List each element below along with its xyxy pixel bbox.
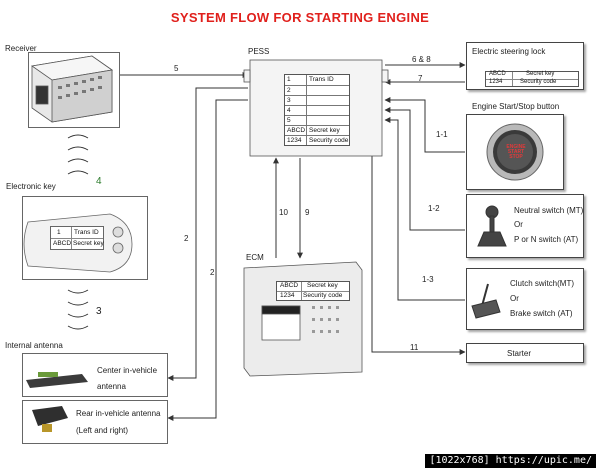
receiver-label: Receiver — [5, 44, 37, 53]
key-table-abcd: ABCD — [53, 240, 72, 247]
watermark: [1022x768] https://upic.me/ — [425, 454, 596, 468]
pess-table-row: 1234 Security code — [285, 135, 349, 145]
diagram-title: SYSTEM FLOW FOR STARTING ENGINE — [170, 10, 430, 25]
start-stop-button-icon — [486, 123, 544, 181]
label-4: 4 — [96, 176, 102, 187]
label-3: 3 — [96, 306, 102, 317]
key-table: 1 Trans ID ABCD Secret key — [50, 226, 104, 250]
gear-shifter-icon — [477, 205, 507, 247]
neutral-label-2: Or — [514, 220, 523, 229]
start-button-text: ENGINE START STOP — [506, 144, 526, 160]
label-9: 9 — [305, 208, 310, 217]
steering-lock-label: Electric steering lock — [472, 47, 546, 56]
pess-table-cell-left: 3 — [287, 97, 291, 104]
ecm-1234: 1234 — [280, 292, 295, 299]
pess-table-row: 1 Trans ID — [285, 75, 349, 85]
pess-table-cell-right: Trans ID — [309, 76, 334, 83]
receiver-icon — [30, 55, 114, 123]
pess-table-cell-left: ABCD — [287, 127, 306, 134]
key-table-secret: Secret key — [73, 240, 104, 247]
steering-lock-table: ABCD Secret key 1234 Security code — [485, 71, 579, 87]
label-1-2: 1-2 — [428, 204, 440, 213]
label-1-1: 1-1 — [436, 130, 448, 139]
pess-table-cell-left: 1234 — [287, 137, 302, 144]
key-table-id: 1 — [57, 229, 61, 236]
rear-antenna-icon — [32, 406, 68, 432]
ecm-table: ABCD Secret key 1234 Security code — [276, 281, 350, 301]
arrow-1-2 — [384, 107, 465, 231]
pess-table-row: 2 — [285, 85, 349, 95]
steering-security: Security code — [520, 79, 557, 85]
label-5: 5 — [174, 64, 179, 73]
steering-1234: 1234 — [489, 79, 503, 85]
pess-table-cell-right: Security code — [309, 137, 349, 144]
key-table-trans-id: Trans ID — [74, 229, 99, 236]
start-button-label: Engine Start/Stop button — [472, 102, 560, 111]
rear-antenna-label-1: Rear in-vehicle antenna — [76, 409, 161, 418]
clutch-label-2: Or — [510, 294, 519, 303]
wave-arcs-lower — [67, 289, 89, 330]
arrow-1-3 — [384, 117, 465, 301]
starter-label: Starter — [507, 349, 532, 358]
label-11: 11 — [410, 343, 419, 352]
clutch-switch-box — [466, 268, 584, 330]
label-2-center: 2 — [184, 234, 189, 243]
label-10: 10 — [279, 208, 288, 217]
label-2-rear: 2 — [210, 268, 215, 277]
center-antenna-box — [22, 353, 168, 397]
internal-antenna-label: Internal antenna — [5, 341, 63, 350]
arrow-1-1 — [384, 97, 465, 153]
pess-table-cell-right: Secret key — [309, 127, 340, 134]
neutral-label-1: Neutral switch (MT) — [514, 206, 584, 215]
label-7: 7 — [418, 74, 423, 83]
pess-table-cell-left: 4 — [287, 107, 291, 114]
center-antenna-icon — [26, 372, 88, 388]
ecm-security: Security code — [303, 292, 343, 299]
pess-table-row: 3 — [285, 95, 349, 105]
pedal-icon — [471, 283, 501, 319]
ecm-secret: Secret key — [307, 282, 338, 289]
ecm-label: ECM — [246, 253, 264, 262]
neutral-switch-box — [466, 194, 584, 258]
pess-table-cell-left: 5 — [287, 117, 291, 124]
label-6-8: 6 & 8 — [412, 55, 431, 64]
rear-antenna-label-2: (Left and right) — [76, 426, 129, 435]
steering-lock-box: Electric steering lock ABCD Secret key 1… — [466, 42, 584, 90]
clutch-label-1: Clutch switch(MT) — [510, 279, 575, 288]
ecm-icon — [243, 261, 363, 377]
pess-label: PESS — [248, 47, 270, 56]
receiver-box — [28, 52, 120, 128]
starter-box: Starter — [466, 343, 584, 363]
electronic-key-label: Electronic key — [6, 182, 56, 191]
pess-table-cell-left: 1 — [287, 76, 291, 83]
steering-secret: Secret key — [526, 71, 555, 77]
electronic-key-box — [22, 196, 148, 280]
start-button-box — [466, 114, 564, 190]
clutch-label-3: Brake switch (AT) — [510, 309, 573, 318]
center-antenna-label-2: antenna — [97, 382, 126, 391]
label-1-3: 1-3 — [422, 275, 434, 284]
steering-abcd: ABCD — [489, 71, 506, 77]
wave-arcs-upper — [67, 134, 89, 175]
pess-table-row: 4 — [285, 105, 349, 115]
arrow-11 — [371, 155, 466, 355]
neutral-label-3: P or N switch (AT) — [514, 235, 579, 244]
center-antenna-label-1: Center in-vehicle — [97, 366, 158, 375]
pess-table-cell-left: 2 — [287, 87, 291, 94]
arrow-2-center — [167, 87, 248, 381]
pess-table-row: 5 — [285, 115, 349, 125]
arrow-2-rear — [167, 99, 248, 421]
rear-antenna-box — [22, 400, 168, 444]
ecm-abcd: ABCD — [280, 282, 299, 289]
